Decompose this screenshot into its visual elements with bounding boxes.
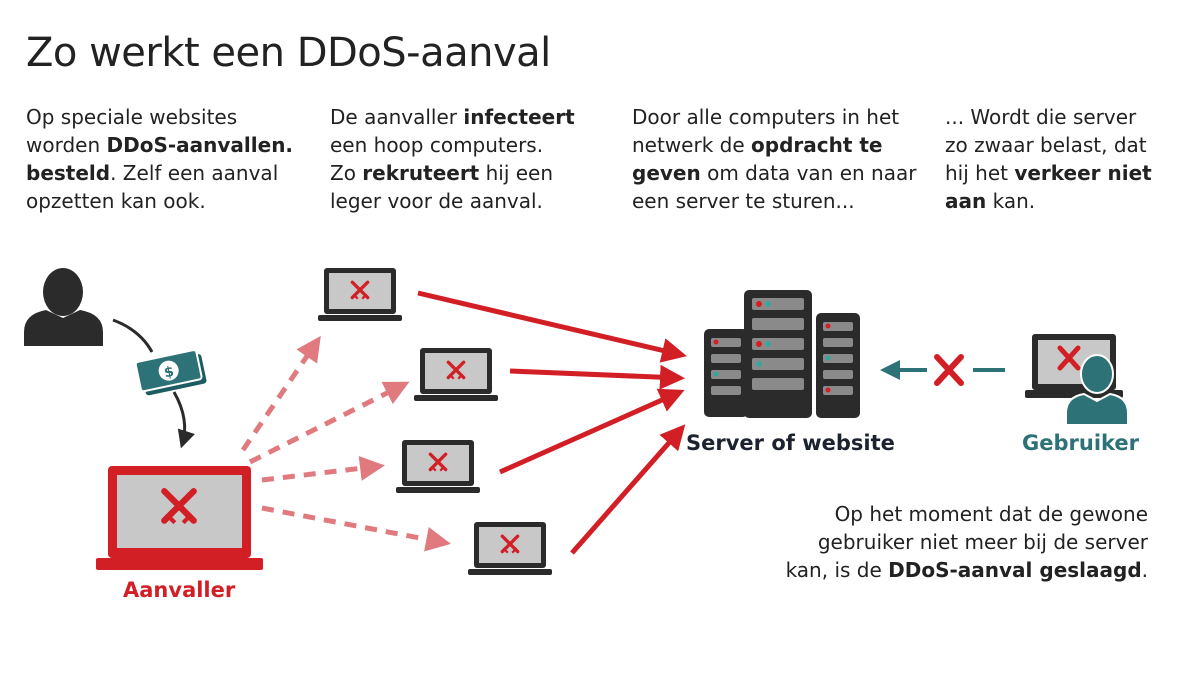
text-run: . Zelf een aanval [110, 161, 279, 185]
bold-text: DDoS-aanvallen. [106, 133, 294, 157]
attacker-label: Aanvaller [123, 578, 236, 602]
text-run: hij een [479, 161, 554, 185]
text-line: Door alle computers in het [632, 103, 932, 131]
text-run: zo zwaar belast, dat [945, 133, 1147, 157]
text-run: Zo [330, 161, 363, 185]
text-run: opzetten kan ook. [26, 189, 206, 213]
money-icon: $ [134, 349, 207, 396]
cross-icon [927, 354, 973, 386]
text-run: een hoop computers. [330, 133, 544, 157]
text-line: De aanvaller infecteert [330, 103, 620, 131]
attack-arrows [417, 290, 687, 555]
user-label: Gebruiker [1022, 431, 1140, 455]
bot-laptop-3 [396, 440, 480, 493]
text-run: Door alle computers in het [632, 105, 900, 129]
text-line: ... Wordt die server [945, 103, 1185, 131]
text-line: gebruiker niet meer bij de server [786, 528, 1148, 556]
text-run: kan, is de [785, 558, 889, 582]
text-line: Op het moment dat de gewone [786, 500, 1148, 528]
text-run: worden [26, 133, 107, 157]
conclusion-text: Op het moment dat de gewone gebruiker nie… [786, 500, 1148, 584]
bot-laptop-2 [414, 348, 498, 401]
bot-laptop-1 [318, 268, 402, 321]
text-run: kan. [986, 189, 1036, 213]
step-4-text: ... Wordt die server zo zwaar belast, dat… [945, 103, 1185, 215]
arrow-to-money [112, 318, 154, 353]
text-run: gebruiker niet meer bij de server [817, 530, 1148, 554]
bold-text: geven [632, 161, 701, 185]
text-line: besteld. Zelf een aanval [26, 159, 316, 187]
text-run: om data van en naar [700, 161, 917, 185]
text-line: kan, is de DDoS-aanval geslaagd. [786, 556, 1148, 584]
text-run: Op het moment dat de gewone [834, 502, 1148, 526]
text-run: De aanvaller [330, 105, 464, 129]
text-run: leger voor de aanval. [330, 189, 543, 213]
text-line: worden DDoS-aanvallen. [26, 131, 316, 159]
text-line: aan kan. [945, 187, 1185, 215]
text-line: een server te sturen... [632, 187, 932, 215]
text-run: hij het [945, 161, 1015, 185]
server-label: Server of website [686, 431, 895, 455]
attacker-laptop-icon [96, 466, 263, 570]
text-run: Op speciale websites [26, 105, 238, 129]
text-line: hij het verkeer niet [945, 159, 1185, 187]
text-line: netwerk de opdracht te [632, 131, 932, 159]
bold-text: verkeer niet [1014, 161, 1152, 185]
bold-text: besteld [26, 161, 111, 185]
text-line: zo zwaar belast, dat [945, 131, 1185, 159]
svg-text:$: $ [163, 364, 176, 382]
text-line: Op speciale websites [26, 103, 316, 131]
text-line: een hoop computers. [330, 131, 620, 159]
bold-text: opdracht te [751, 133, 883, 157]
bold-text: infecteert [463, 105, 575, 129]
text-line: leger voor de aanval. [330, 187, 620, 215]
page-title: Zo werkt een DDoS-aanval [26, 30, 551, 76]
text-line: Zo rekruteert hij een [330, 159, 620, 187]
bot-laptop-4 [468, 522, 552, 575]
text-line: geven om data van en naar [632, 159, 932, 187]
text-run: ... Wordt die server [945, 105, 1137, 129]
text-line: opzetten kan ook. [26, 187, 316, 215]
infection-arrows [240, 335, 451, 552]
text-run: netwerk de [632, 133, 752, 157]
person-icon [24, 268, 103, 346]
user-person-icon [1065, 354, 1129, 426]
server-rack-icon [704, 290, 860, 418]
arrow-to-attacker [172, 391, 195, 449]
bold-text: rekruteert [362, 161, 480, 185]
text-run: . [1141, 558, 1148, 582]
text-run: een server te sturen... [632, 189, 855, 213]
bold-text: aan [945, 189, 987, 213]
bold-text: DDoS-aanval geslaagd [888, 558, 1142, 582]
